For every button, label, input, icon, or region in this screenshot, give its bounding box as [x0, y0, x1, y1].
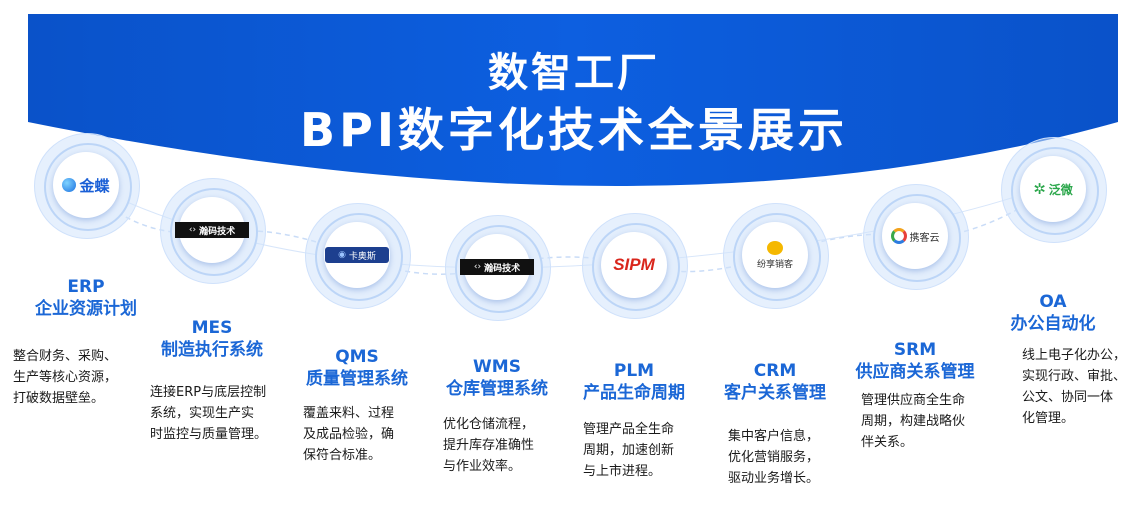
description-line: 化管理。	[1022, 411, 1075, 426]
cosmoplat-logo-icon: 卡奥斯	[348, 251, 376, 262]
description-erp: 整合财务、采购、生产等核心资源， 打破数据壁垒。	[13, 346, 117, 409]
description-line: 提升库存准确性	[443, 438, 535, 453]
description-qms: 覆盖来料、过程及成品检验，确保符合标准。	[303, 403, 394, 466]
description-line: 连接ERP与底层控制	[150, 385, 267, 400]
logo-wms: ‹›瀚码技术	[460, 259, 534, 275]
kingdee-mark-icon	[62, 178, 77, 192]
description-line: 伴关系。	[861, 435, 914, 450]
node-ring-r3	[1020, 156, 1086, 222]
description-mes: 连接ERP与底层控制系统，实现生产实时监控与质量管理。	[150, 382, 267, 445]
system-abbr-srm: SRM	[893, 340, 937, 360]
hanma-mark-icon: ‹›	[473, 262, 482, 272]
description-crm: 集中客户信息， 优化营销服务， 驱动业务增长。	[728, 426, 819, 489]
description-line: 覆盖来料、过程	[303, 406, 395, 421]
description-line: 及成品检验，确	[303, 427, 395, 442]
kingdee-logo-icon: 金蝶	[79, 176, 110, 195]
diagram-title-line2: BPI数字化技术全景展示	[300, 103, 848, 157]
description-wms: 优化仓储流程， 提升库存准确性与作业效率。	[443, 414, 534, 477]
logo-qms: ◉卡奥斯	[325, 247, 389, 263]
description-srm: 管理供应商全生命周期，构建战略伙伴关系。	[861, 390, 965, 453]
xiekeyun-mark-icon	[890, 228, 907, 244]
description-line: 打破数据壁垒。	[13, 391, 105, 406]
description-line: 公文、协同一体	[1022, 390, 1114, 405]
description-line: 管理产品全生命	[583, 422, 675, 437]
description-line: 保符合标准。	[303, 448, 382, 463]
sipm-logo-icon: SIPM	[613, 255, 655, 274]
hanma-logo-icon: 瀚码技术	[199, 226, 236, 237]
title-banner	[28, 14, 1118, 186]
xiekeyun-logo-icon: 携客云	[909, 232, 940, 244]
system-name-qms: 质量管理系统	[306, 369, 408, 389]
description-oa: 线上电子化办公， 实现行政、审批、公文、协同一体化管理。	[1022, 345, 1126, 429]
system-name-oa: 办公自动化	[1010, 314, 1096, 334]
description-line: 实现行政、审批、	[1022, 369, 1127, 384]
description-line: 管理供应商全生命	[861, 393, 966, 408]
description-line: 系统，实现生产实	[150, 406, 255, 421]
logo-plm: SIPM	[594, 255, 674, 275]
system-abbr-oa: OA	[1039, 292, 1067, 312]
banner-shape	[28, 14, 1118, 186]
fxiaoke-logo-icon: 纷享销客	[756, 259, 793, 270]
description-line: 周期，构建战略伙	[861, 414, 966, 429]
system-abbr-qms: QMS	[335, 347, 379, 367]
system-abbr-mes: MES	[191, 318, 233, 338]
node-ring-r3	[742, 222, 808, 288]
description-plm: 管理产品全生命周期，加速创新与上市进程。	[583, 419, 674, 482]
cosmoplat-mark-icon: ◉	[338, 250, 346, 260]
logo-erp: 金蝶	[46, 175, 126, 195]
node-ring-r3	[601, 232, 667, 298]
logo-oa: ✲泛微	[1013, 179, 1093, 199]
system-name-srm: 供应商关系管理	[855, 362, 975, 382]
fxiaoke-mascot-icon	[767, 240, 783, 255]
logo-srm: 携客云	[875, 226, 955, 246]
weaver-mark-icon: ✲	[1033, 180, 1046, 198]
system-name-crm: 客户关系管理	[724, 383, 826, 403]
description-line: 优化营销服务，	[728, 450, 820, 465]
system-abbr-erp: ERP	[67, 277, 105, 297]
description-line: 生产等核心资源，	[13, 370, 118, 385]
diagram-title-line1: 数智工厂	[488, 50, 660, 96]
description-line: 线上电子化办公，	[1022, 348, 1127, 363]
system-abbr-wms: WMS	[473, 357, 521, 377]
logo-mes: ‹›瀚码技术	[175, 222, 249, 238]
hanma-logo-icon: 瀚码技术	[484, 263, 521, 274]
description-line: 优化仓储流程，	[443, 417, 535, 432]
description-line: 与上市进程。	[583, 464, 662, 479]
description-line: 周期，加速创新	[583, 443, 675, 458]
system-name-erp: 企业资源计划	[35, 299, 137, 319]
system-abbr-plm: PLM	[613, 361, 655, 381]
description-line: 与作业效率。	[443, 459, 522, 474]
description-line: 时监控与质量管理。	[150, 427, 268, 442]
system-name-mes: 制造执行系统	[161, 340, 263, 360]
system-name-wms: 仓库管理系统	[446, 379, 548, 399]
description-line: 整合财务、采购、	[13, 349, 118, 364]
description-line: 驱动业务增长。	[728, 471, 820, 486]
weaver-logo-icon: 泛微	[1048, 182, 1073, 197]
hanma-mark-icon: ‹›	[188, 225, 197, 235]
logo-crm: 纷享销客	[735, 239, 815, 271]
system-name-plm: 产品生命周期	[583, 383, 685, 403]
description-line: 集中客户信息，	[728, 429, 820, 444]
system-abbr-crm: CRM	[753, 361, 797, 381]
